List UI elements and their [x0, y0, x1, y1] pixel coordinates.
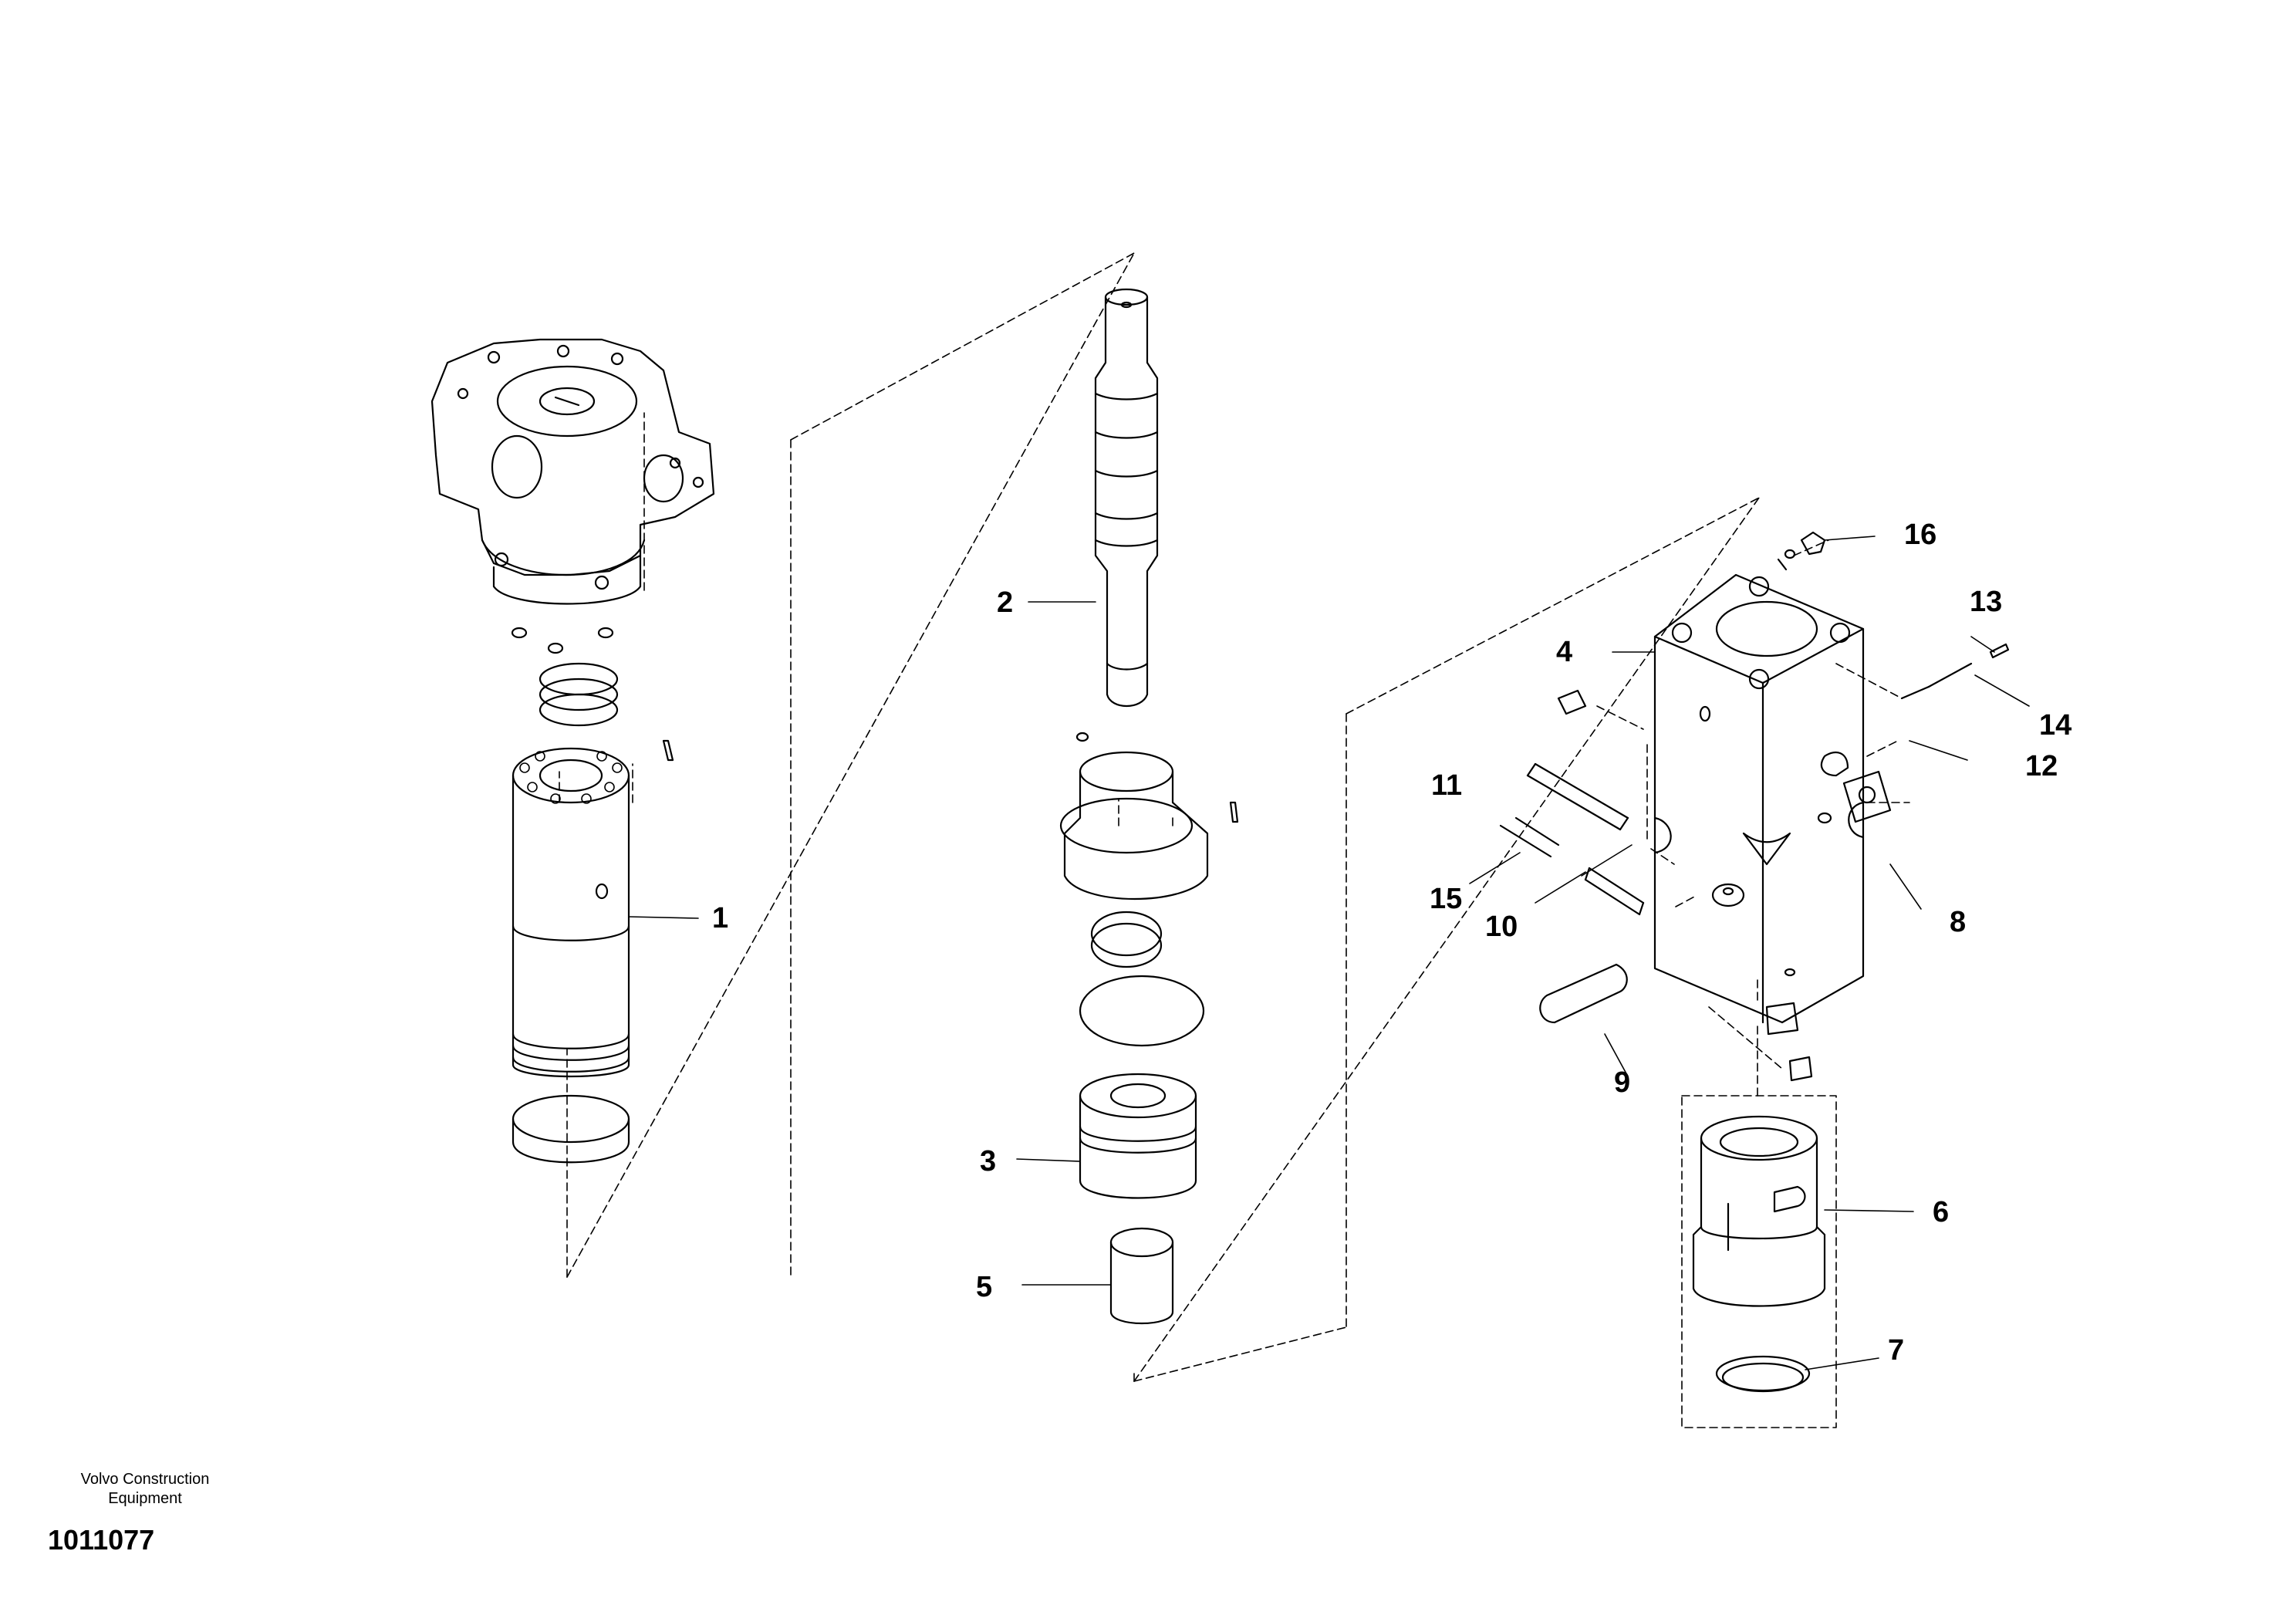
callout-14: 14 — [2039, 709, 2071, 742]
part-3-assembly — [1059, 732, 1239, 1324]
callout-7: 7 — [1888, 1334, 1904, 1367]
part-2-piston — [1094, 288, 1159, 708]
callout-16: 16 — [1904, 519, 1936, 551]
callout-12: 12 — [2025, 750, 2058, 782]
parts-8-16-small-components — [1499, 531, 2010, 1082]
footer: Volvo Construction Equipment 1011077 — [45, 1470, 245, 1556]
callout-8: 8 — [1950, 906, 1966, 938]
callout-13: 13 — [1970, 586, 2002, 618]
callout-10: 10 — [1485, 911, 1518, 943]
callout-6: 6 — [1933, 1196, 1949, 1228]
assembly-guide-lines — [559, 252, 1910, 1428]
callout-11: 11 — [1431, 769, 1462, 802]
callout-4: 4 — [1556, 636, 1572, 668]
part-1-orings-top — [511, 627, 674, 762]
part-6-7-assembly — [1692, 1115, 1826, 1393]
part-1-bottom-ring — [512, 1094, 630, 1164]
part-1-valve-head — [430, 338, 715, 605]
brand-line-1: Volvo Construction — [80, 1471, 210, 1488]
callout-9: 9 — [1614, 1066, 1630, 1099]
callout-1: 1 — [712, 902, 728, 934]
callout-labels: 1 2 3 4 5 6 7 8 9 10 11 12 13 14 15 16 — [712, 519, 2071, 1367]
brand-line-2: Equipment — [108, 1490, 182, 1507]
callout-3: 3 — [980, 1145, 996, 1178]
callout-15: 15 — [1430, 883, 1462, 915]
callout-5: 5 — [976, 1271, 992, 1303]
drawing-number: 1011077 — [48, 1524, 155, 1556]
callout-2: 2 — [997, 586, 1013, 619]
part-1-cylinder — [512, 747, 630, 1078]
callout-leader-lines — [628, 536, 2030, 1370]
part-4-body — [1653, 573, 1865, 1024]
